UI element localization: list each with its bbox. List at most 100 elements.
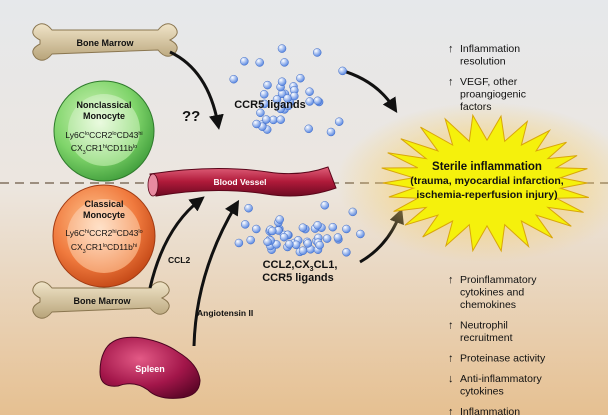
classical-markers-row2: CX3CR1loCD11bhi bbox=[71, 242, 137, 255]
effect-arrow: ↑ bbox=[448, 353, 454, 365]
ligand-dot bbox=[326, 127, 336, 137]
ligand-dot bbox=[256, 108, 265, 118]
ligand-dot bbox=[338, 66, 347, 76]
effect-arrow: ↑ bbox=[448, 274, 454, 286]
ligand-dot bbox=[279, 232, 289, 242]
ligand-dot bbox=[268, 226, 277, 236]
sterile-subtitle-line3: ischemia-reperfusion injury) bbox=[416, 189, 557, 201]
effect-text: Proteinase activity bbox=[460, 353, 546, 365]
effect-text: Inflammation bbox=[460, 43, 520, 55]
ligand-dot bbox=[305, 97, 314, 106]
ligand-dot bbox=[263, 80, 272, 90]
ligand-dot bbox=[269, 115, 278, 125]
effect-text: cytokines and bbox=[460, 287, 524, 299]
effect-text: factors bbox=[460, 101, 492, 113]
arrow-ccl2 bbox=[148, 196, 205, 289]
ligand-dot bbox=[298, 246, 308, 255]
effect-arrow: ↑ bbox=[448, 320, 454, 332]
sterile-inflammation-burst: Sterile inflammation (trauma, myocardial… bbox=[336, 102, 608, 262]
ligand-mix-line2: CCR5 ligands bbox=[262, 272, 334, 284]
effect-text: resolution bbox=[460, 56, 506, 68]
ligand-dot bbox=[240, 57, 249, 66]
effect-text: VEGF, other bbox=[460, 76, 518, 88]
ligand-dot bbox=[277, 44, 287, 53]
angiotensin-label: Angiotensin II bbox=[197, 308, 253, 318]
ligand-dot bbox=[252, 224, 261, 234]
ligand-dot bbox=[305, 87, 314, 96]
ligand-dot bbox=[342, 224, 351, 234]
ligand-dot bbox=[313, 221, 322, 230]
ligand-dot bbox=[260, 99, 269, 109]
ligand-dot bbox=[277, 77, 287, 86]
classical-title: Classical bbox=[84, 199, 123, 209]
ligand-dot bbox=[262, 115, 271, 124]
ccr5-ligands-label: CCR5 ligands bbox=[234, 99, 306, 111]
bone-marrow-bottom-label: Bone Marrow bbox=[73, 296, 131, 306]
effect-text: cytokines bbox=[460, 386, 504, 398]
effect-text: chemokines bbox=[460, 299, 516, 311]
classical-markers-row1: Ly6ChiCCR2hiCD43lo bbox=[65, 228, 142, 238]
ligand-dot bbox=[263, 237, 272, 247]
nonclassical-subtitle: Monocyte bbox=[83, 111, 125, 121]
effect-arrow: ↑ bbox=[448, 43, 454, 55]
blood-vessel-label: Blood Vessel bbox=[214, 177, 267, 187]
ligand-dot bbox=[342, 248, 351, 257]
arrow-bone-to-vessel bbox=[169, 50, 224, 130]
ligand-dot bbox=[298, 223, 308, 232]
ligand-dot bbox=[275, 215, 284, 224]
ligand-dot bbox=[244, 203, 253, 213]
ccr5-ligand-cluster bbox=[229, 44, 347, 137]
nonclassical-markers-row2: CX3CR1hiCD11blo bbox=[71, 143, 137, 156]
arrows bbox=[148, 50, 404, 347]
ligand-dot bbox=[229, 74, 238, 84]
ligand-dot bbox=[259, 90, 269, 99]
blood-vessel: Blood Vessel bbox=[147, 166, 337, 197]
ligand-dot bbox=[356, 229, 365, 239]
ligand-dot bbox=[246, 235, 255, 245]
ligand-dot bbox=[320, 201, 330, 210]
ligand-dot bbox=[276, 104, 285, 114]
ligand-dot bbox=[333, 233, 343, 242]
ligand-dot bbox=[255, 58, 264, 67]
effect-text: Inflammation bbox=[460, 406, 520, 415]
bone-marrow-bottom-bone: Bone Marrow bbox=[32, 281, 170, 319]
nonclassical-markers-row1: Ly6CloCCR2loCD43hi bbox=[65, 130, 142, 140]
spleen-label: Spleen bbox=[135, 364, 165, 374]
ligand-dot bbox=[296, 73, 305, 83]
effect-text: Neutrophil bbox=[460, 320, 508, 332]
ligand-mix-cluster bbox=[234, 201, 365, 257]
ligand-dot bbox=[252, 119, 261, 129]
nonclassical-monocyte: Nonclassical Monocyte Ly6CloCCR2loCD43hi… bbox=[53, 80, 155, 182]
nonclassical-title: Nonclassical bbox=[76, 100, 131, 110]
ligand-dot bbox=[285, 240, 294, 249]
ligand-dot bbox=[276, 115, 285, 124]
ligand-dot bbox=[334, 117, 344, 126]
ccl2-label: CCL2 bbox=[168, 255, 190, 265]
ligand-dot bbox=[280, 58, 289, 67]
classical-monocyte: Classical Monocyte Ly6ChiCCR2hiCD43lo CX… bbox=[52, 184, 156, 288]
ligand-dot bbox=[240, 220, 250, 229]
effect-text: Anti-inflammatory bbox=[460, 373, 542, 385]
ligand-dot bbox=[272, 95, 282, 104]
sterile-subtitle-line2: (trauma, myocardial infarction, bbox=[410, 175, 564, 187]
ligand-dot bbox=[313, 96, 322, 106]
spleen-organ: Spleen bbox=[99, 336, 201, 399]
ligand-dot bbox=[283, 94, 292, 103]
sterile-title: Sterile inflammation bbox=[432, 161, 542, 173]
unknown-pathway-label: ?? bbox=[182, 108, 200, 125]
ligand-dot bbox=[322, 234, 332, 243]
effect-text: recruitment bbox=[460, 332, 513, 344]
ligand-dot bbox=[234, 238, 244, 248]
ligand-dot bbox=[303, 239, 313, 248]
ligand-dot bbox=[328, 222, 338, 232]
classical-subtitle: Monocyte bbox=[83, 210, 125, 220]
ligand-dot bbox=[304, 124, 313, 134]
effect-arrow: ↓ bbox=[448, 373, 454, 385]
ligand-dot bbox=[315, 240, 324, 250]
effect-text: proangiogenic bbox=[460, 89, 526, 101]
ligand-dot bbox=[312, 48, 322, 57]
